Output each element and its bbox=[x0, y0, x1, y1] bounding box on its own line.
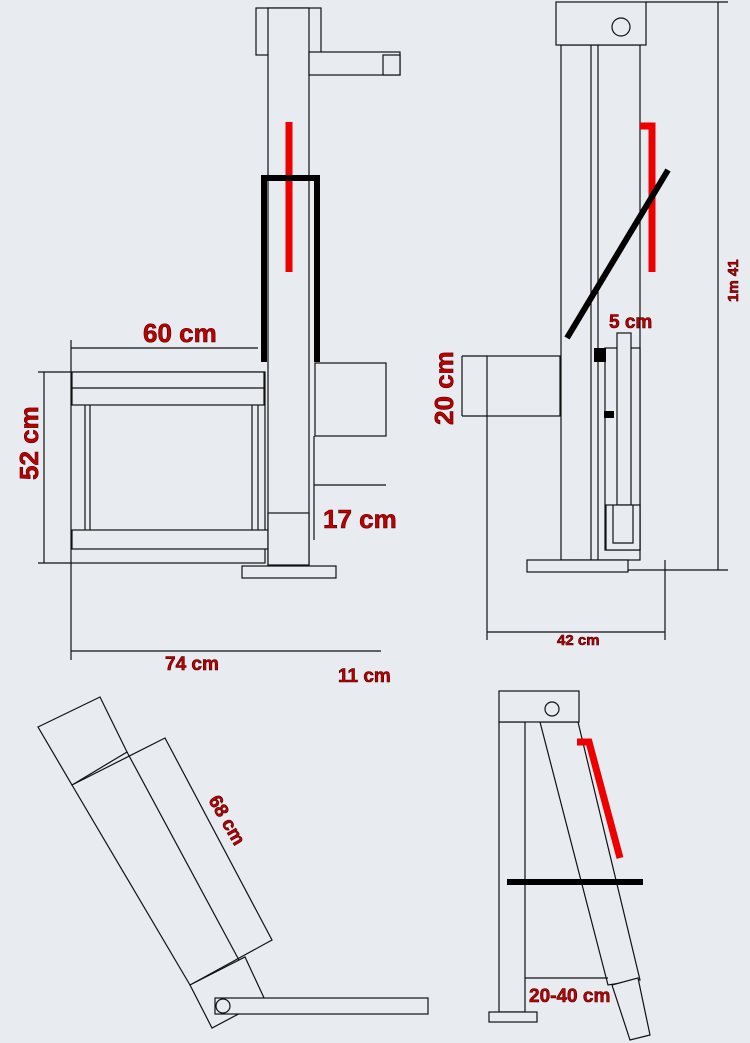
arm-end bbox=[382, 54, 401, 76]
label-base-offset: 11 cm bbox=[338, 666, 391, 687]
base-plate bbox=[488, 1011, 538, 1023]
label-box-height: 20 cm bbox=[429, 351, 459, 425]
main-post bbox=[267, 7, 310, 566]
vertical-post bbox=[498, 721, 526, 1013]
front-view: 20 cm 5 cm 42 cm 1m 41 bbox=[429, 1, 742, 649]
foot-bar bbox=[214, 997, 429, 1015]
black-bar bbox=[564, 168, 671, 340]
base-plate bbox=[241, 565, 337, 579]
side-view: 60 cm 52 cm 17 cm 74 cm 11 cm bbox=[14, 7, 401, 687]
tilted-tube-view: 68 cm bbox=[37, 696, 429, 1029]
label-adjust-range: 20-40 cm bbox=[529, 986, 610, 1007]
black-bracket bbox=[261, 175, 320, 362]
top-cap bbox=[555, 1, 647, 46]
label-seat-depth: 60 cm bbox=[143, 318, 217, 348]
pivot-hole bbox=[611, 17, 631, 37]
label-slot-size: 5 cm bbox=[609, 312, 652, 333]
adjustable-view: 20-40 cm bbox=[488, 690, 651, 1041]
label-post-offset: 17 cm bbox=[323, 504, 397, 534]
label-seat-height: 52 cm bbox=[14, 406, 44, 480]
stop-block bbox=[604, 411, 614, 418]
red-pin bbox=[577, 738, 624, 859]
base-plate bbox=[526, 559, 629, 573]
sliding-tube bbox=[539, 721, 641, 986]
label-total-length: 74 cm bbox=[165, 654, 219, 675]
tube-body bbox=[71, 737, 273, 986]
pivot-hole bbox=[544, 701, 560, 717]
label-total-height: 1m 41 bbox=[725, 259, 742, 302]
seat-bottom-bar bbox=[71, 529, 269, 550]
side-box bbox=[314, 362, 387, 437]
red-pin bbox=[640, 122, 656, 272]
side-box bbox=[486, 355, 561, 417]
post-foot bbox=[267, 512, 310, 566]
label-side-width: 42 cm bbox=[557, 632, 600, 649]
tube-extension bbox=[611, 977, 651, 1041]
stop-block bbox=[594, 348, 606, 362]
top-cap bbox=[498, 690, 580, 723]
